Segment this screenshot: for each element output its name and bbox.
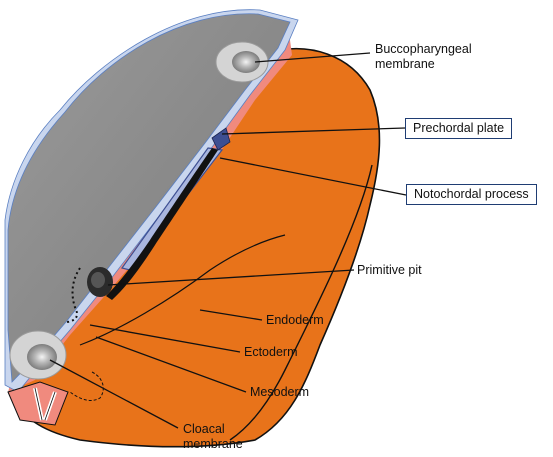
label-primitive-pit: Primitive pit — [357, 263, 422, 277]
leader-mesoderm — [95, 336, 247, 393]
label-buccopharyngeal-line1: Buccopharyngeal — [375, 42, 472, 56]
leader-endoderm — [199, 309, 263, 321]
label-cloacal: Cloacal membrane — [183, 422, 243, 452]
endoderm-inner-curve — [229, 164, 373, 441]
leader-prechordal — [221, 127, 406, 135]
leader-ectoderm — [89, 324, 241, 353]
notochord-ridge — [106, 148, 218, 300]
label-buccopharyngeal-line2: membrane — [375, 57, 435, 71]
leader-notochordal — [219, 157, 407, 196]
label-prechordal-plate: Prechordal plate — [405, 118, 513, 139]
label-mesoderm: Mesoderm — [250, 385, 310, 399]
label-buccopharyngeal: Buccopharyngeal membrane — [375, 42, 472, 72]
leader-cloacal — [49, 359, 179, 429]
label-endoderm: Endoderm — [266, 313, 324, 327]
label-cloacal-line2: membrane — [183, 437, 243, 451]
leader-buccopharyngeal — [254, 52, 371, 63]
label-notochordal-process: Notochordal process — [406, 184, 537, 205]
label-cloacal-line1: Cloacal — [183, 422, 225, 436]
label-ectoderm: Ectoderm — [244, 345, 298, 359]
leader-primitive-pit — [107, 269, 355, 286]
ectoderm-surface — [7, 13, 291, 383]
